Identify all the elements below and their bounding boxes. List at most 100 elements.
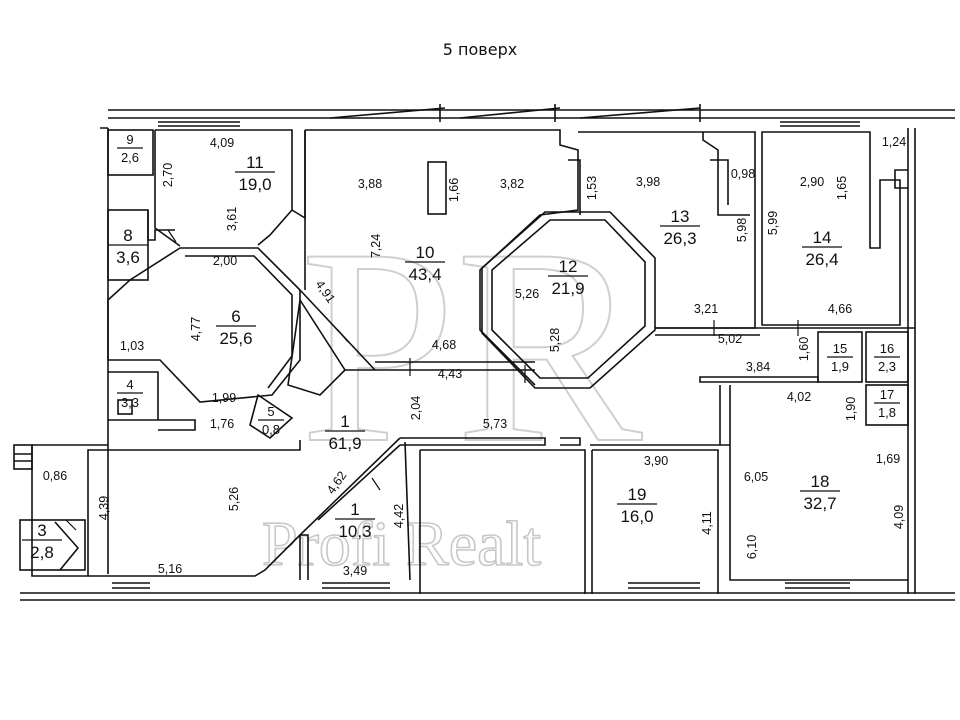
dimension-label: 6,05 [744,470,768,484]
room-area: 2,6 [121,150,139,165]
dimension-label: 3,84 [746,360,770,374]
room-area: 61,9 [328,434,361,453]
room-label-r9: 92,6 [117,132,143,165]
room-label-r17: 171,8 [874,387,900,420]
room-number: 4 [126,377,133,392]
dimension-ticks [65,229,799,531]
room-number: 10 [416,243,435,262]
dimension-label: 3,61 [225,207,239,231]
dimension-label: 1,03 [120,339,144,353]
dimension-label: 4,42 [392,504,406,528]
dimension-label: 1,24 [882,135,906,149]
dimension-label: 4,02 [787,390,811,404]
dimension-label: 4,11 [700,511,714,534]
dimension-label: 1,65 [835,176,849,200]
dimension-label: 4,66 [828,302,852,316]
floor-title: 5 поверх [442,40,518,59]
dimension-label: 3,82 [500,177,524,191]
dimension-label: 4,43 [438,367,462,381]
dimension-label: 5,99 [766,211,780,235]
dimension-label: 4,68 [432,338,456,352]
room-area: 2,8 [30,543,54,562]
room-label-r12: 12 21,9 [548,257,588,298]
dimension-label: 2,00 [213,254,237,268]
room-number: 8 [123,226,132,245]
room-label-r4: 43,3 [117,377,143,410]
room-label-r19: 19 16,0 [617,485,657,526]
room-label-r15: 151,9 [827,341,853,374]
room-area: 2,3 [878,359,896,374]
room-area: 25,6 [219,329,252,348]
dimension-label: 1,90 [844,397,858,421]
room-number: 16 [880,341,894,356]
dimension-label: 1,69 [876,452,900,466]
dimension-label: 3,98 [636,175,660,189]
dimension-label: 5,73 [483,417,507,431]
walls [13,104,955,601]
dimension-label: 5,98 [735,218,749,242]
dimension-label: 4,39 [97,496,111,520]
dimension-label: 5,26 [515,287,539,301]
room-label-r1b: 110,3 [335,500,375,541]
dimension-label: 4,09 [892,505,906,529]
room-number: 14 [813,228,832,247]
room-number: 13 [671,207,690,226]
dimension-label: 4,09 [210,136,234,150]
dimension-label: 1,99 [212,391,236,405]
dimension-label: 3,49 [343,564,367,578]
dimension-label: 5,26 [227,487,241,511]
dimension-label: 5,16 [158,562,182,576]
room-number: 9 [126,132,133,147]
room-number: 17 [880,387,894,402]
dimension-label: 1,60 [797,337,811,361]
room-label-r16: 162,3 [874,341,900,374]
dimension-label: 1,53 [585,176,599,200]
dimension-label: 0,86 [43,469,67,483]
room-number: 18 [811,472,830,491]
room-label-r10: 10 43,4 [405,243,445,284]
room-label-r8: 83,6 [108,226,148,267]
room-number: 1 [350,500,359,519]
room-number: 15 [833,341,847,356]
room-area: 10,3 [338,522,371,541]
dimension-label: 3,88 [358,177,382,191]
dimension-label: 0,98 [731,167,755,181]
room-area: 16,0 [620,507,653,526]
room-area: 26,4 [805,250,838,269]
room-area: 26,3 [663,229,696,248]
dimension-label: 2,90 [800,175,824,189]
dimension-label: 6,10 [745,535,759,559]
room-label-r5: 50,8 [258,404,284,437]
room-area: 19,0 [238,175,271,194]
dimension-label: 1,66 [447,178,461,202]
room-number: 5 [267,404,274,419]
room-area: 3,3 [121,395,139,410]
dimension-label: 2,70 [161,163,175,187]
room-label-r14: 14 26,4 [802,228,842,269]
room-number: 3 [37,521,46,540]
dimension-label: 1,76 [210,417,234,431]
room-label-r3: 32,8 [22,521,62,562]
dimension-label: 5,02 [718,332,742,346]
room-label-r11: 11 19,0 [235,153,275,194]
dimension-label: 2,04 [409,396,423,420]
room-number: 1 [340,412,349,431]
room-area: 43,4 [408,265,441,284]
dimension-label: 3,90 [644,454,668,468]
room-area: 21,9 [551,279,584,298]
room-number: 11 [246,153,264,172]
room-number: 12 [559,257,578,276]
dimension-label: 3,21 [694,302,718,316]
room-label-r6: 625,6 [216,307,256,348]
room-area: 1,9 [831,359,849,374]
room-label-r1a: 161,9 [325,412,365,453]
room-area: 1,8 [878,405,896,420]
room-area: 3,6 [116,248,140,267]
room-area: 0,8 [262,422,280,437]
dimension-label: 4,77 [189,317,203,341]
room-number: 6 [231,307,240,326]
room-number: 19 [628,485,647,504]
